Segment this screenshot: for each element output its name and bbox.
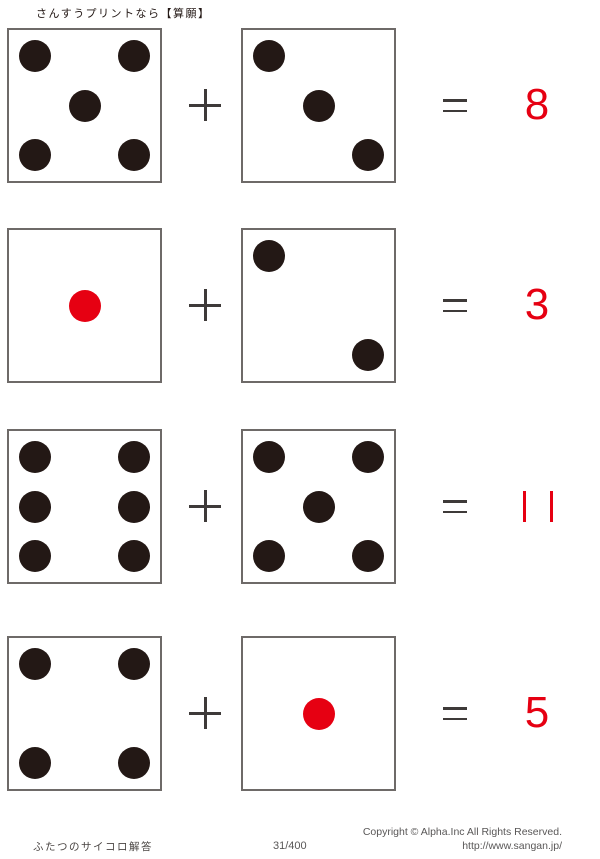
die-pip bbox=[118, 138, 151, 171]
die-pip bbox=[18, 539, 51, 572]
die-pip bbox=[18, 40, 51, 73]
die-pip bbox=[18, 490, 51, 523]
die-pip bbox=[252, 441, 285, 474]
problem-row-4: 5 bbox=[0, 636, 600, 791]
die-pip bbox=[352, 338, 385, 371]
die-pip bbox=[118, 648, 151, 681]
equals-sign bbox=[443, 500, 467, 513]
answer-value: 8 bbox=[524, 80, 552, 129]
die-right bbox=[241, 28, 396, 183]
plus-operator bbox=[187, 695, 223, 731]
die-pip bbox=[68, 289, 101, 322]
problem-row-1: 8 bbox=[0, 28, 600, 183]
die-pip bbox=[302, 697, 335, 730]
die-pip bbox=[18, 648, 51, 681]
site-url: http://www.sangan.jp/ bbox=[462, 839, 562, 852]
die-pip bbox=[18, 441, 51, 474]
plus-operator bbox=[187, 488, 223, 524]
equals-sign bbox=[443, 99, 467, 112]
answer-value bbox=[500, 481, 576, 531]
die-pip bbox=[18, 746, 51, 779]
die-right bbox=[241, 636, 396, 791]
answer-value: 5 bbox=[524, 688, 552, 737]
die-pip bbox=[68, 89, 101, 122]
die-right bbox=[241, 228, 396, 383]
problem-row-3 bbox=[0, 429, 600, 584]
worksheet-name: ふたつのサイコロ解答 bbox=[33, 841, 153, 853]
die-left bbox=[7, 228, 162, 383]
die-pip bbox=[18, 138, 51, 171]
digit-one-bar bbox=[550, 490, 553, 522]
digit-one-bar bbox=[523, 490, 526, 522]
die-pip bbox=[252, 539, 285, 572]
die-pip bbox=[252, 240, 285, 273]
copyright-text: Copyright © Alpha.Inc All Rights Reserve… bbox=[362, 826, 562, 838]
answer-value: 3 bbox=[524, 280, 552, 329]
plus-operator bbox=[187, 287, 223, 323]
die-pip bbox=[302, 89, 335, 122]
die-pip bbox=[302, 490, 335, 523]
equals-sign bbox=[443, 299, 467, 312]
page-number: 31/400 bbox=[273, 840, 307, 852]
equals-sign bbox=[443, 707, 467, 720]
page-title: さんすうプリントなら【算願】 bbox=[36, 8, 211, 20]
die-left bbox=[7, 636, 162, 791]
die-pip bbox=[252, 40, 285, 73]
die-pip bbox=[118, 40, 151, 73]
die-pip bbox=[118, 746, 151, 779]
die-pip bbox=[352, 539, 385, 572]
die-right bbox=[241, 429, 396, 584]
problem-row-2: 3 bbox=[0, 228, 600, 383]
die-pip bbox=[118, 539, 151, 572]
die-pip bbox=[118, 441, 151, 474]
die-left bbox=[7, 28, 162, 183]
die-pip bbox=[352, 441, 385, 474]
die-pip bbox=[118, 490, 151, 523]
plus-operator bbox=[187, 87, 223, 123]
die-pip bbox=[352, 138, 385, 171]
die-left bbox=[7, 429, 162, 584]
copyright-block: Copyright © Alpha.Inc All Rights Reserve… bbox=[363, 826, 562, 853]
